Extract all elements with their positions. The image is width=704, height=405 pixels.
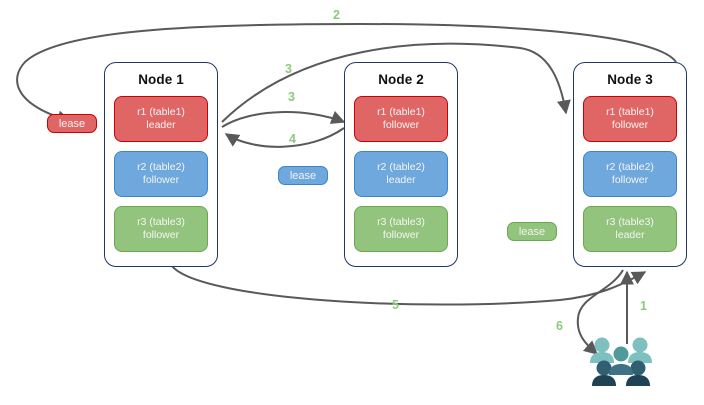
node-1-replica-r2-name: r2 (table2) <box>137 161 185 173</box>
node-1-replica-r1-role: leader <box>146 119 176 131</box>
users-group-icon <box>590 337 652 386</box>
node-1-replica-r3: r3 (table3) follower <box>114 206 208 252</box>
node-2-replica-r1: r1 (table1) follower <box>354 96 448 142</box>
node-3-replica-r1-name: r1 (table1) <box>606 106 654 118</box>
node-2-replica-r1-name: r1 (table1) <box>377 106 425 118</box>
node-2-title: Node 2 <box>378 72 424 87</box>
arrow-step-3-node1-to-node2 <box>221 110 346 128</box>
step-3b: 3 <box>288 90 295 104</box>
node-1-replica-r3-role: follower <box>142 229 180 241</box>
node-1-replica-r1: r1 (table1) leader <box>114 96 208 142</box>
arrow-step-4-node2-to-node1 <box>224 127 345 148</box>
node-3-replica-r2-name: r2 (table2) <box>606 161 654 173</box>
node-2-replica-r2-role: leader <box>386 174 416 186</box>
node-3-title: Node 3 <box>607 72 653 87</box>
node-3-replica-r1-role: follower <box>611 119 649 131</box>
node-2-replica-r2-name: r2 (table2) <box>377 161 425 173</box>
lease-red: lease <box>47 114 97 133</box>
arrow-step-5-node1-to-node3 <box>171 265 647 306</box>
node-3-replica-r3-role: leader <box>615 229 645 241</box>
node-3-replica-r1: r1 (table1) follower <box>583 96 677 142</box>
node-3-replica-r2-role: follower <box>611 174 649 186</box>
node-2-replica-r3: r3 (table3) follower <box>354 206 448 252</box>
lease-green: lease <box>507 222 557 241</box>
arrow-step-2 <box>16 22 677 125</box>
node-2-replica-r3-name: r3 (table3) <box>377 216 425 228</box>
node-2: Node 2 r1 (table1) follower r2 (table2) … <box>344 62 458 267</box>
node-3-replica-r3: r3 (table3) leader <box>583 206 677 252</box>
lease-blue: lease <box>278 166 328 185</box>
node-1-replica-r3-name: r3 (table3) <box>137 216 185 228</box>
arrow-step-3-node1-to-node3 <box>221 42 571 123</box>
step-2: 2 <box>333 8 340 22</box>
lease-green-label: lease <box>518 225 546 238</box>
node-3-replica-r2: r2 (table2) follower <box>583 151 677 197</box>
lease-red-label: lease <box>58 117 86 130</box>
node-1-replica-r2-role: follower <box>142 174 180 186</box>
lease-blue-label: lease <box>289 169 317 182</box>
node-1-replica-r1-name: r1 (table1) <box>137 106 185 118</box>
step-3a: 3 <box>285 62 292 76</box>
node-3-replica-r3-name: r3 (table3) <box>606 216 654 228</box>
step-5: 5 <box>392 298 399 312</box>
arrow-step-6-node3-to-users <box>576 269 624 355</box>
node-3-replicas: r1 (table1) follower r2 (table2) followe… <box>574 96 686 252</box>
step-6: 6 <box>556 319 563 333</box>
node-1-title: Node 1 <box>138 72 184 87</box>
node-1-replica-r2: r2 (table2) follower <box>114 151 208 197</box>
step-4: 4 <box>289 132 296 146</box>
node-2-replica-r2: r2 (table2) leader <box>354 151 448 197</box>
node-2-replica-r1-role: follower <box>382 119 420 131</box>
step-1: 1 <box>640 299 647 313</box>
node-1-replicas: r1 (table1) leader r2 (table2) follower … <box>105 96 217 252</box>
node-2-replica-r3-role: follower <box>382 229 420 241</box>
node-3: Node 3 r1 (table1) follower r2 (table2) … <box>573 62 687 267</box>
node-2-replicas: r1 (table1) follower r2 (table2) leader … <box>345 96 457 252</box>
node-1: Node 1 r1 (table1) leader r2 (table2) fo… <box>104 62 218 267</box>
